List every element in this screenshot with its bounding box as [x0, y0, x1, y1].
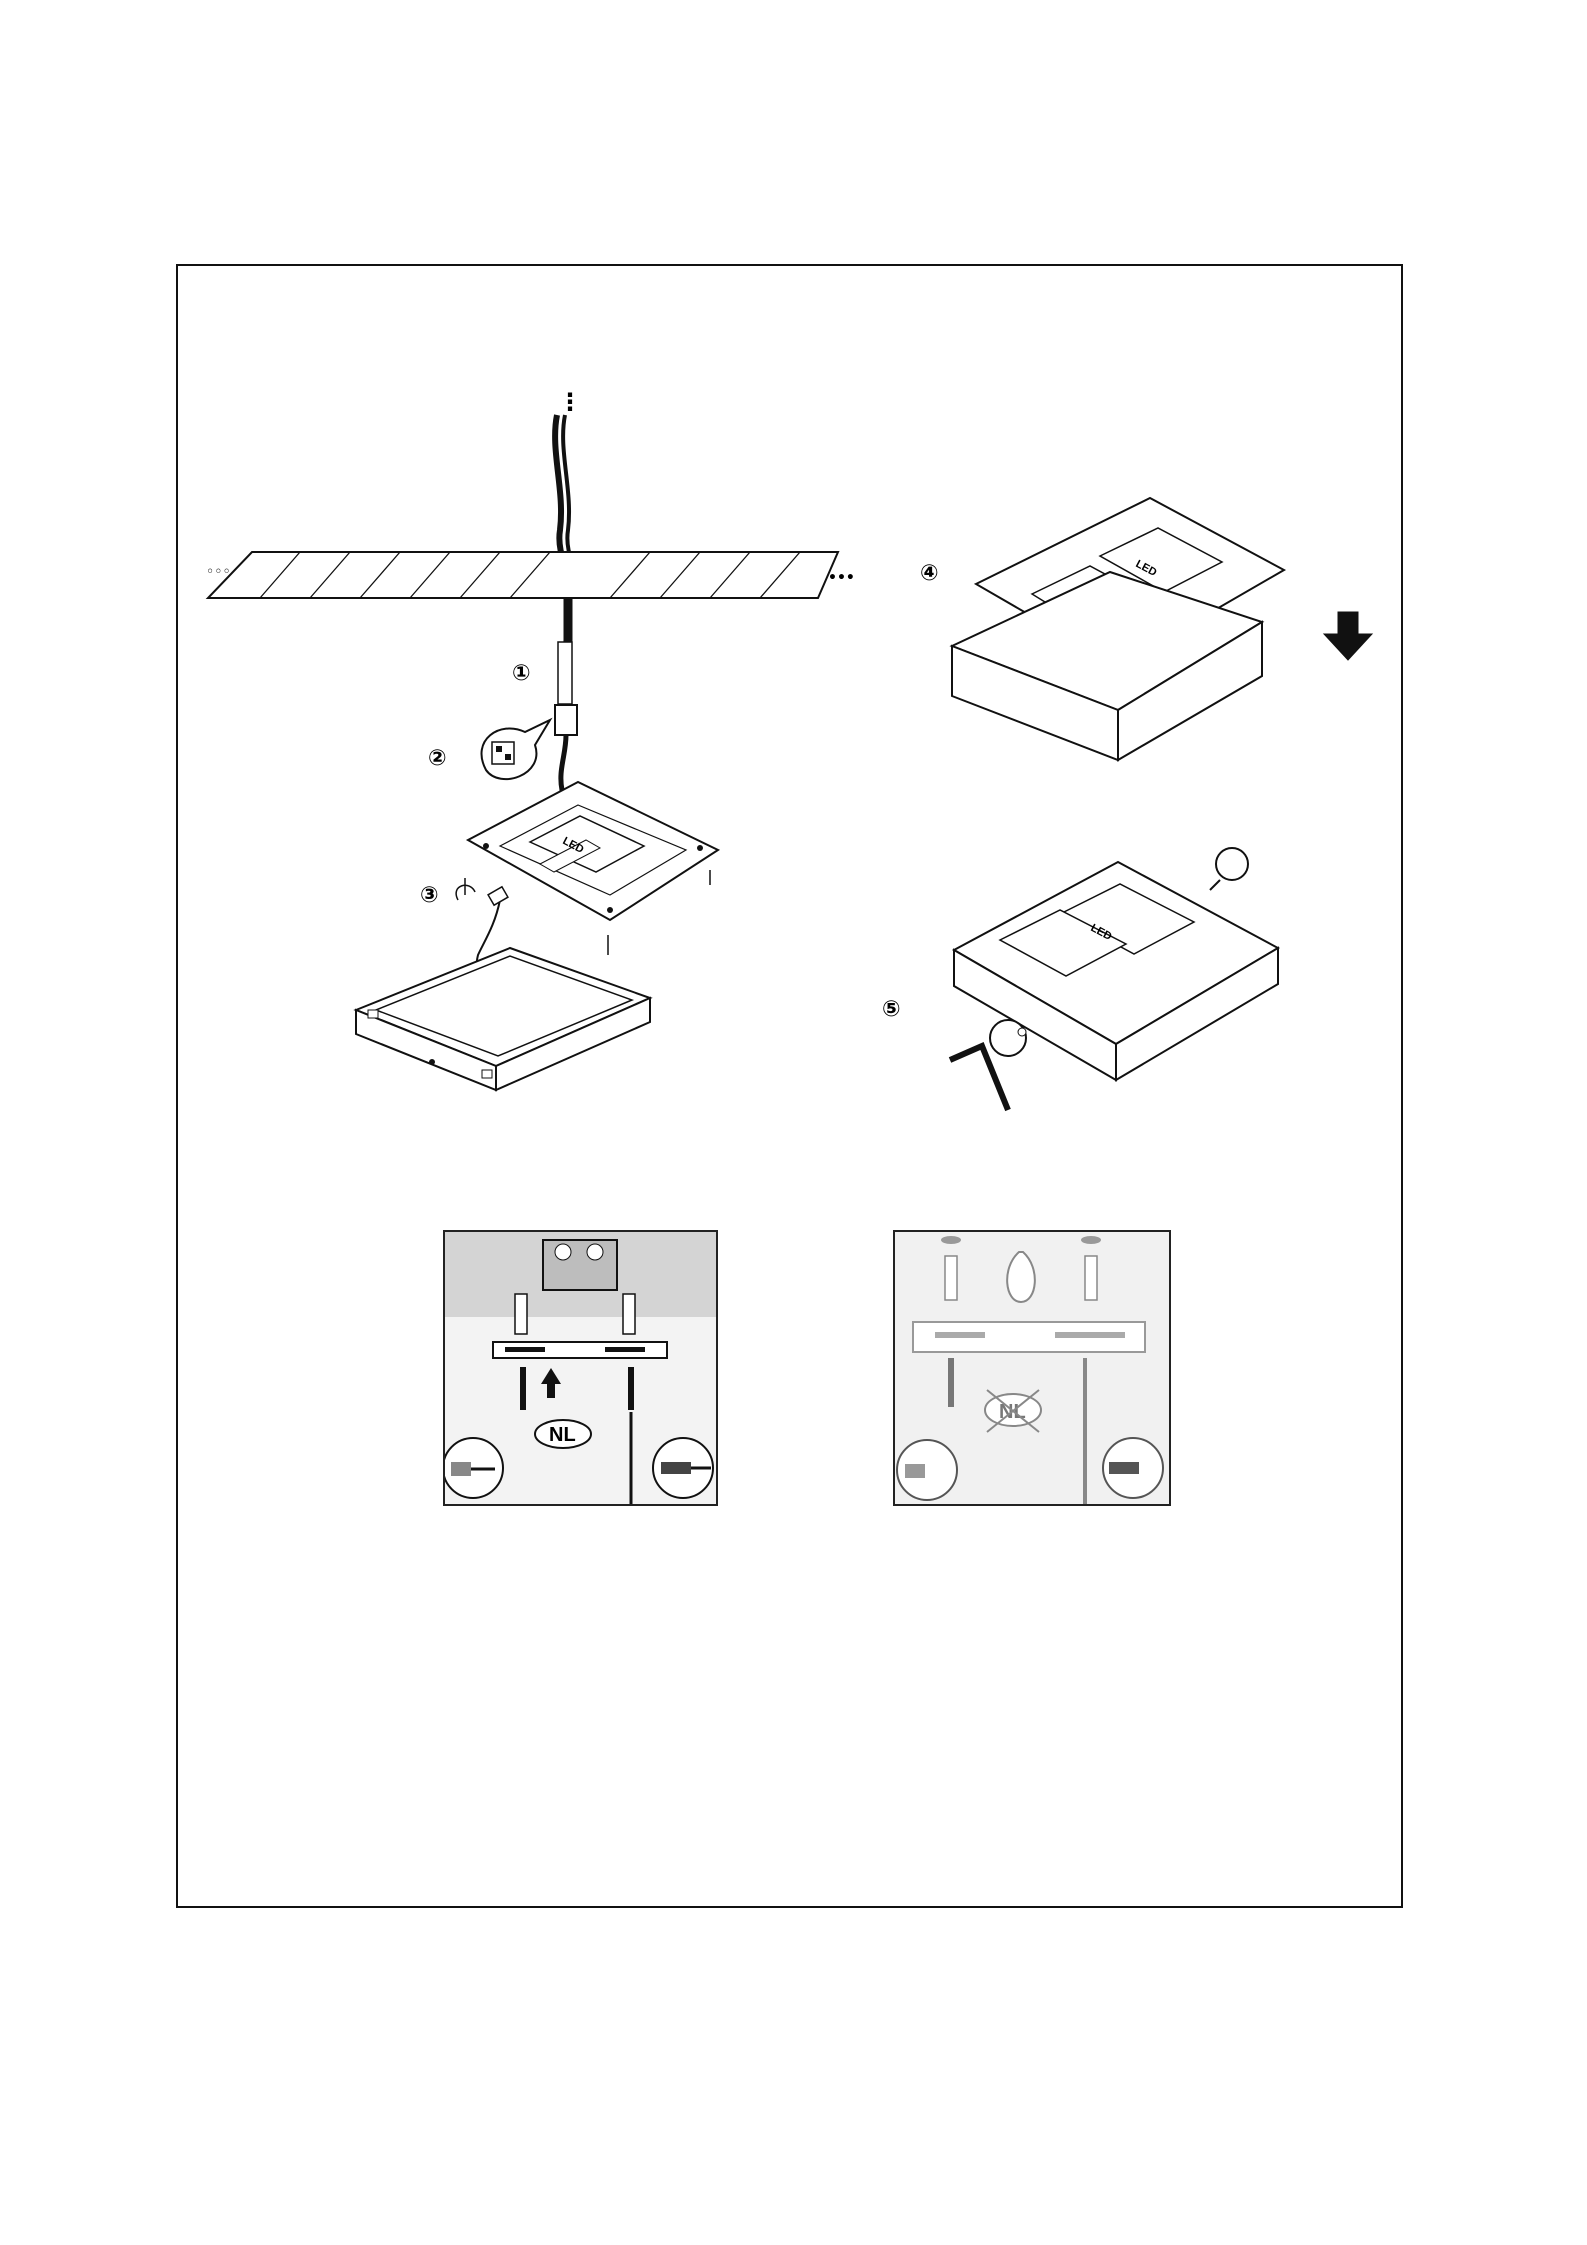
ceiling-slab	[208, 552, 838, 598]
down-arrow-icon	[1324, 612, 1372, 660]
step-4-marker: ④	[920, 561, 939, 586]
detail-panel-right: NL	[893, 1230, 1171, 1506]
detail-panel-left: NL	[443, 1230, 718, 1506]
terminal-connector	[555, 705, 577, 735]
up-arrow-icon	[541, 1368, 561, 1398]
screw-callout-icon	[1210, 848, 1248, 890]
connector-callout	[482, 720, 550, 779]
installation-diagram-right: ④ ⑤ LED LED	[880, 470, 1400, 1150]
allen-key-icon	[950, 1020, 1026, 1110]
ceiling-ellipsis-left: ◦◦◦	[206, 564, 231, 580]
step-3-marker: ③	[420, 883, 439, 908]
step-5-marker: ⑤	[882, 997, 901, 1022]
cable-ellipsis-top: ⋮	[558, 388, 582, 416]
installation-diagram-left: ⋮ ◦◦◦ ••• ① ② ③	[200, 380, 900, 1120]
step-1-marker: ①	[512, 661, 531, 686]
svg-text:NL: NL	[549, 1424, 576, 1446]
step-2-marker: ②	[428, 746, 447, 771]
ceiling-ellipsis-right: •••	[828, 570, 855, 586]
light-frame	[356, 948, 650, 1090]
